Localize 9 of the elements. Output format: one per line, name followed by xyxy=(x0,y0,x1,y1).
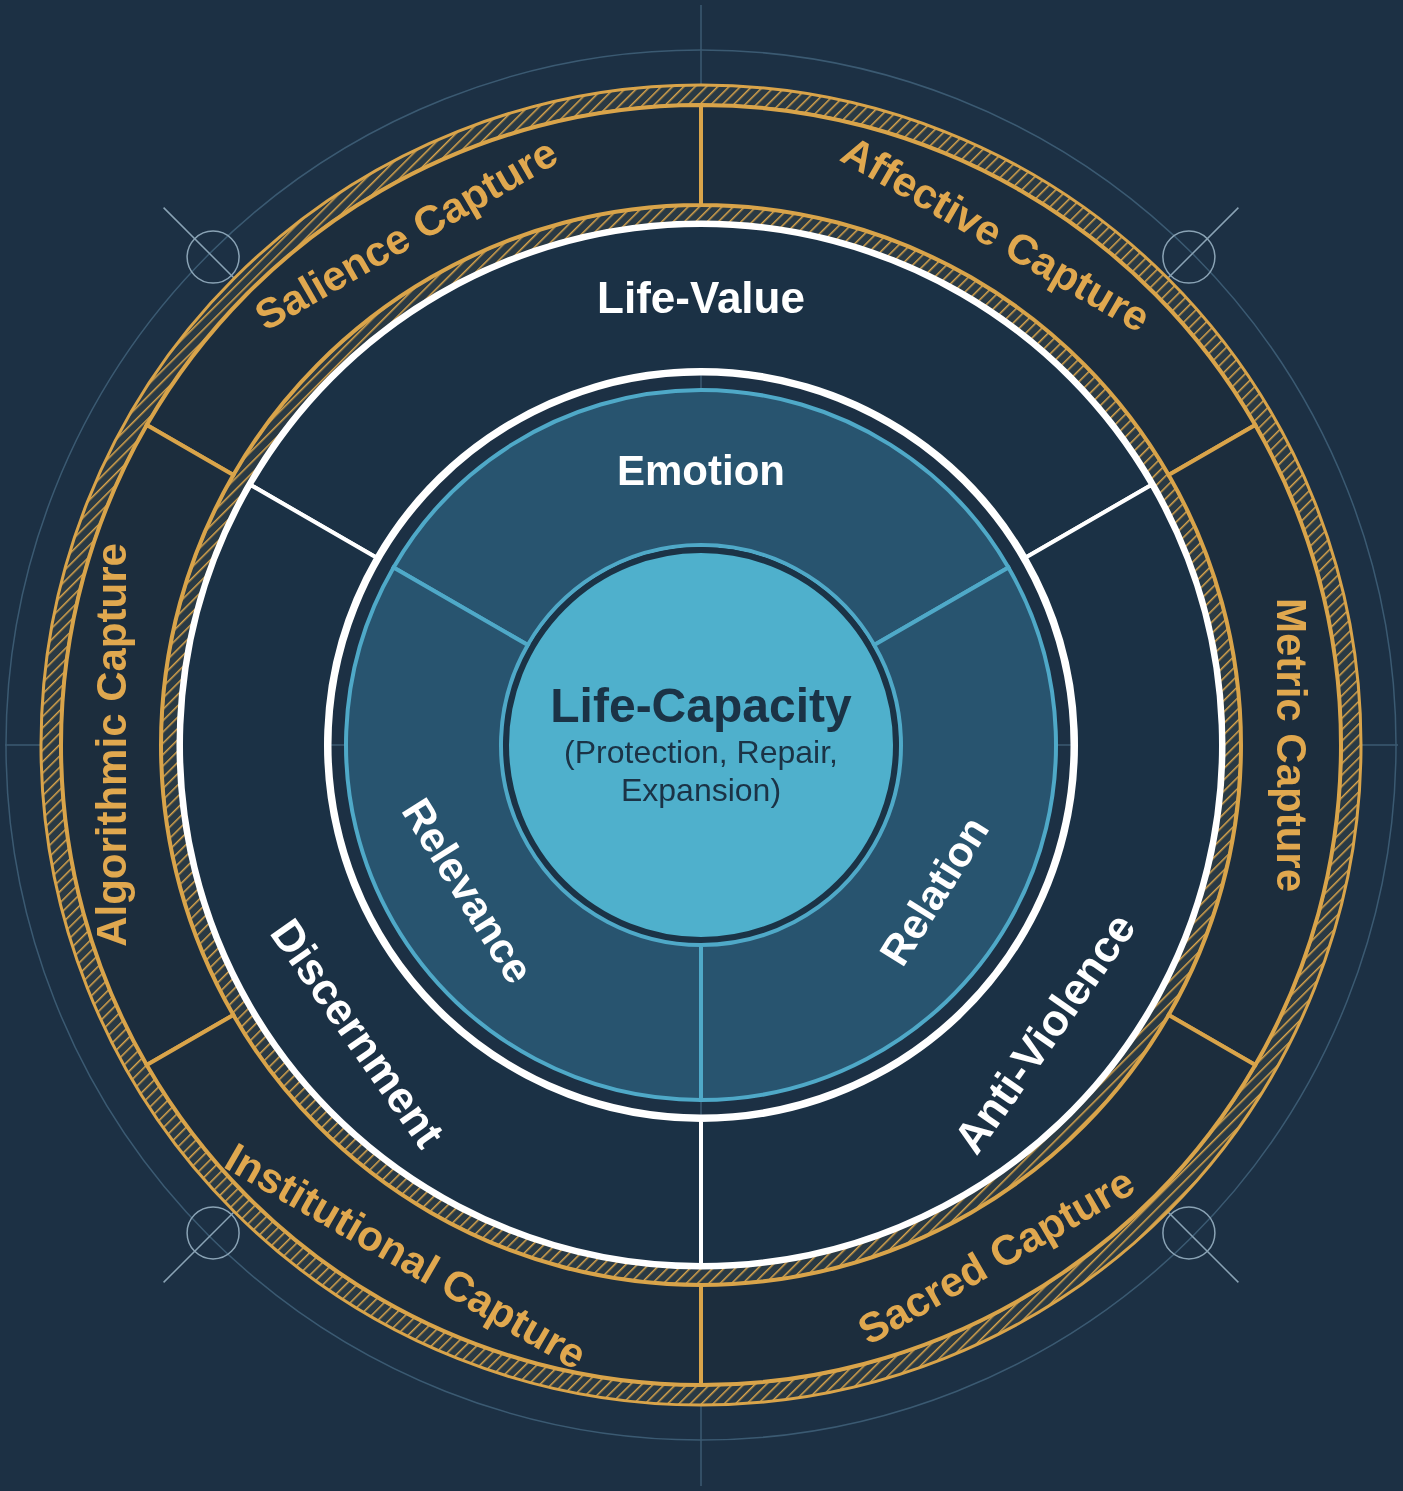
segment-label: Algorithmic Capture xyxy=(87,543,135,947)
ring-segment xyxy=(1166,423,1342,1067)
ring-segment xyxy=(60,423,236,1067)
core-title: Life-Capacity xyxy=(550,680,852,733)
ring-segment xyxy=(391,388,1011,647)
segment-label: Life-Value xyxy=(597,272,805,322)
segment-label: Emotion xyxy=(617,446,785,494)
segment-label: Metric Capture xyxy=(1267,597,1315,893)
core-subtitle: (Protection, Repair, Expansion) xyxy=(563,733,839,810)
